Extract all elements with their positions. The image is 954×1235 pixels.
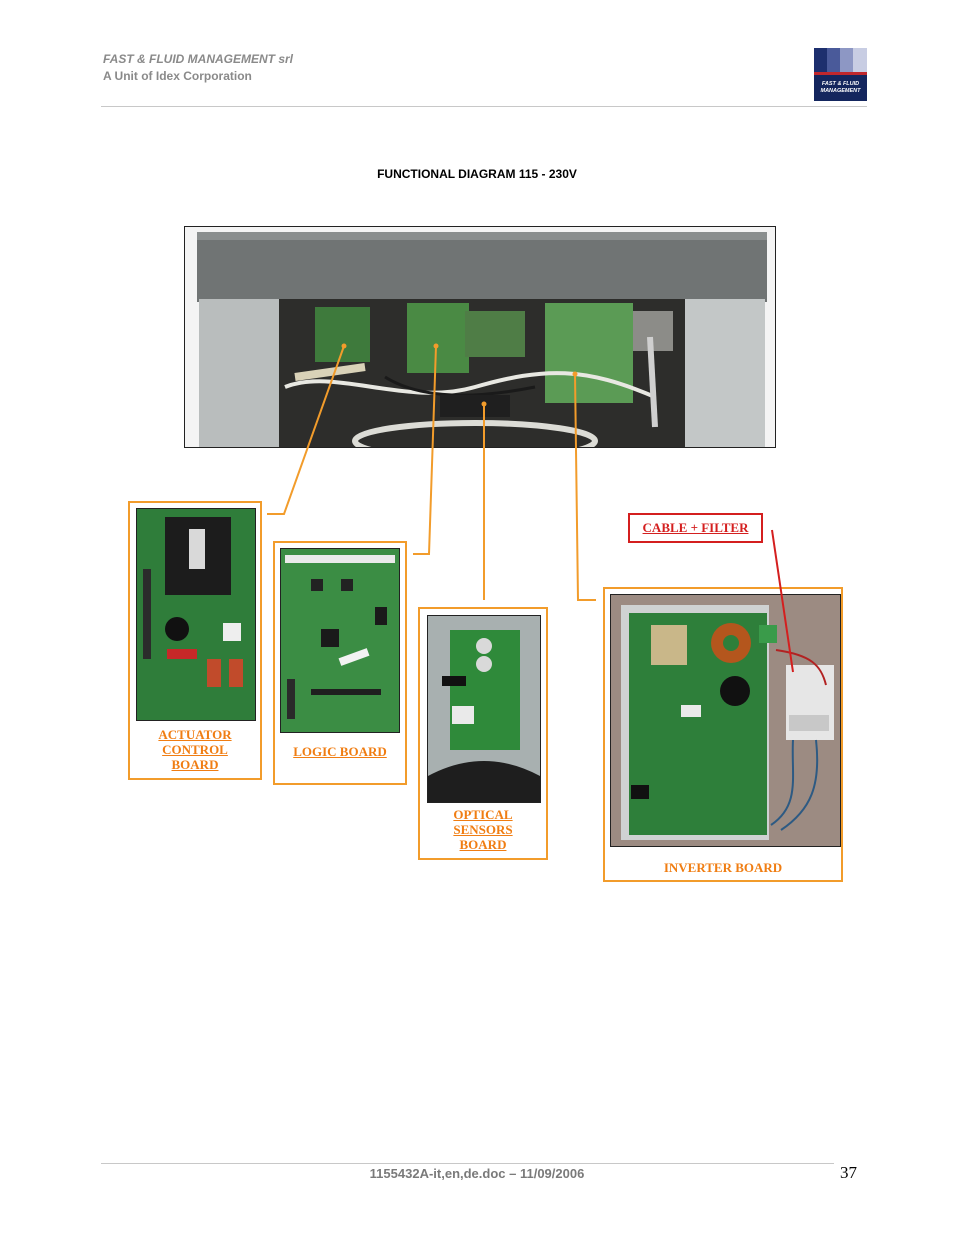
- machine-interior-photo: [184, 226, 776, 448]
- cable-filter-callout: CABLE + FILTER: [628, 513, 763, 543]
- logic-board-photo: [280, 548, 400, 733]
- footer-document-id: 1155432A-it,en,de.doc – 11/09/2006: [369, 1166, 585, 1181]
- inverter-label: INVERTER BOARD: [663, 860, 783, 875]
- inverter-board-photo: [610, 594, 841, 847]
- diagram-title: FUNCTIONAL DIAGRAM 115 - 230V: [377, 167, 577, 181]
- optical-board-callout: OPTICAL SENSORS BOARD: [418, 607, 548, 860]
- optical-board-photo: [427, 615, 541, 803]
- logic-board-callout: LOGIC BOARD: [273, 541, 407, 785]
- company-unit: A Unit of Idex Corporation: [103, 69, 252, 83]
- footer-divider: [101, 1163, 834, 1164]
- logo-text-line-1: FAST & FLUID: [821, 81, 860, 87]
- optical-label-line-3: BOARD: [459, 837, 507, 852]
- company-name: FAST & FLUID MANAGEMENT srl: [103, 52, 294, 66]
- actuator-label-line-2: CONTROL: [162, 742, 228, 757]
- cable-filter-label: CABLE + FILTER: [642, 520, 749, 535]
- optical-label-line-1: OPTICAL: [453, 807, 513, 822]
- header-divider: [101, 106, 867, 107]
- actuator-label-line-1: ACTUATOR: [158, 727, 232, 742]
- logo-text-line-2: MANAGEMENT: [820, 88, 861, 94]
- actuator-board-photo: [136, 508, 256, 721]
- actuator-label-line-3: BOARD: [171, 757, 219, 772]
- optical-label-line-2: SENSORS: [453, 822, 513, 837]
- page-number: 37: [840, 1163, 857, 1182]
- inverter-board-callout: INVERTER BOARD: [603, 587, 843, 882]
- company-logo: FAST & FLUID MANAGEMENT: [814, 48, 867, 101]
- actuator-board-callout: ACTUATOR CONTROL BOARD: [128, 501, 262, 780]
- logic-label: LOGIC BOARD: [293, 744, 387, 759]
